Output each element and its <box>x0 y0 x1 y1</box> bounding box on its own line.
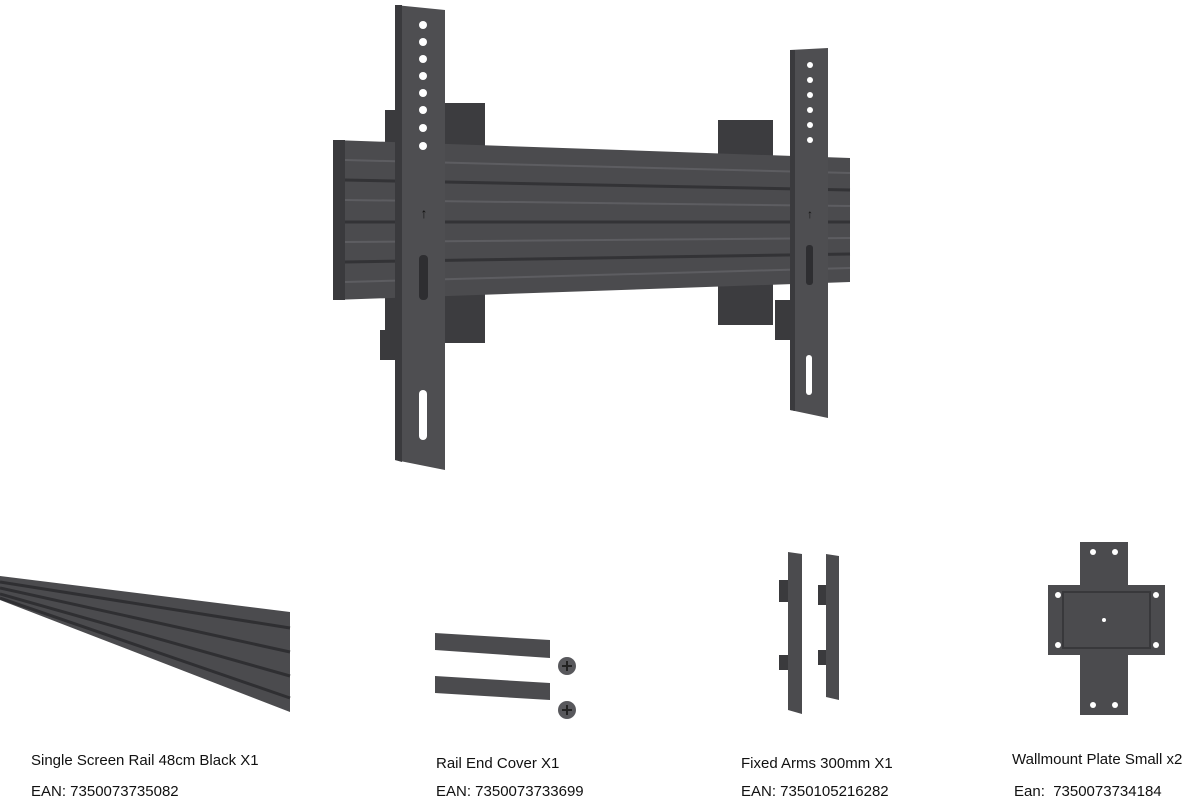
product-ean-fixed-arms: EAN: 7350105216282 <box>741 783 889 800</box>
product-name-end-cover: Rail End Cover X1 <box>436 755 560 772</box>
product-ean-wallmount-plate: Ean: 7350073734184 <box>1014 783 1162 800</box>
assembled-mount-image: ↑ ↑ <box>333 5 851 470</box>
wallmount-plate-image <box>1048 542 1165 715</box>
product-ean-end-cover: EAN: 7350073733699 <box>436 783 584 800</box>
svg-text:↑: ↑ <box>421 205 428 221</box>
rail-image <box>0 576 291 712</box>
svg-text:↑: ↑ <box>807 207 813 221</box>
product-name-fixed-arms: Fixed Arms 300mm X1 <box>741 755 893 772</box>
product-ean-rail: EAN: 7350073735082 <box>31 783 179 800</box>
end-cover-image <box>435 633 576 719</box>
product-name-wallmount-plate: Wallmount Plate Small x2 <box>1012 751 1183 768</box>
fixed-arms-image <box>779 552 839 714</box>
product-name-rail: Single Screen Rail 48cm Black X1 <box>31 752 259 769</box>
